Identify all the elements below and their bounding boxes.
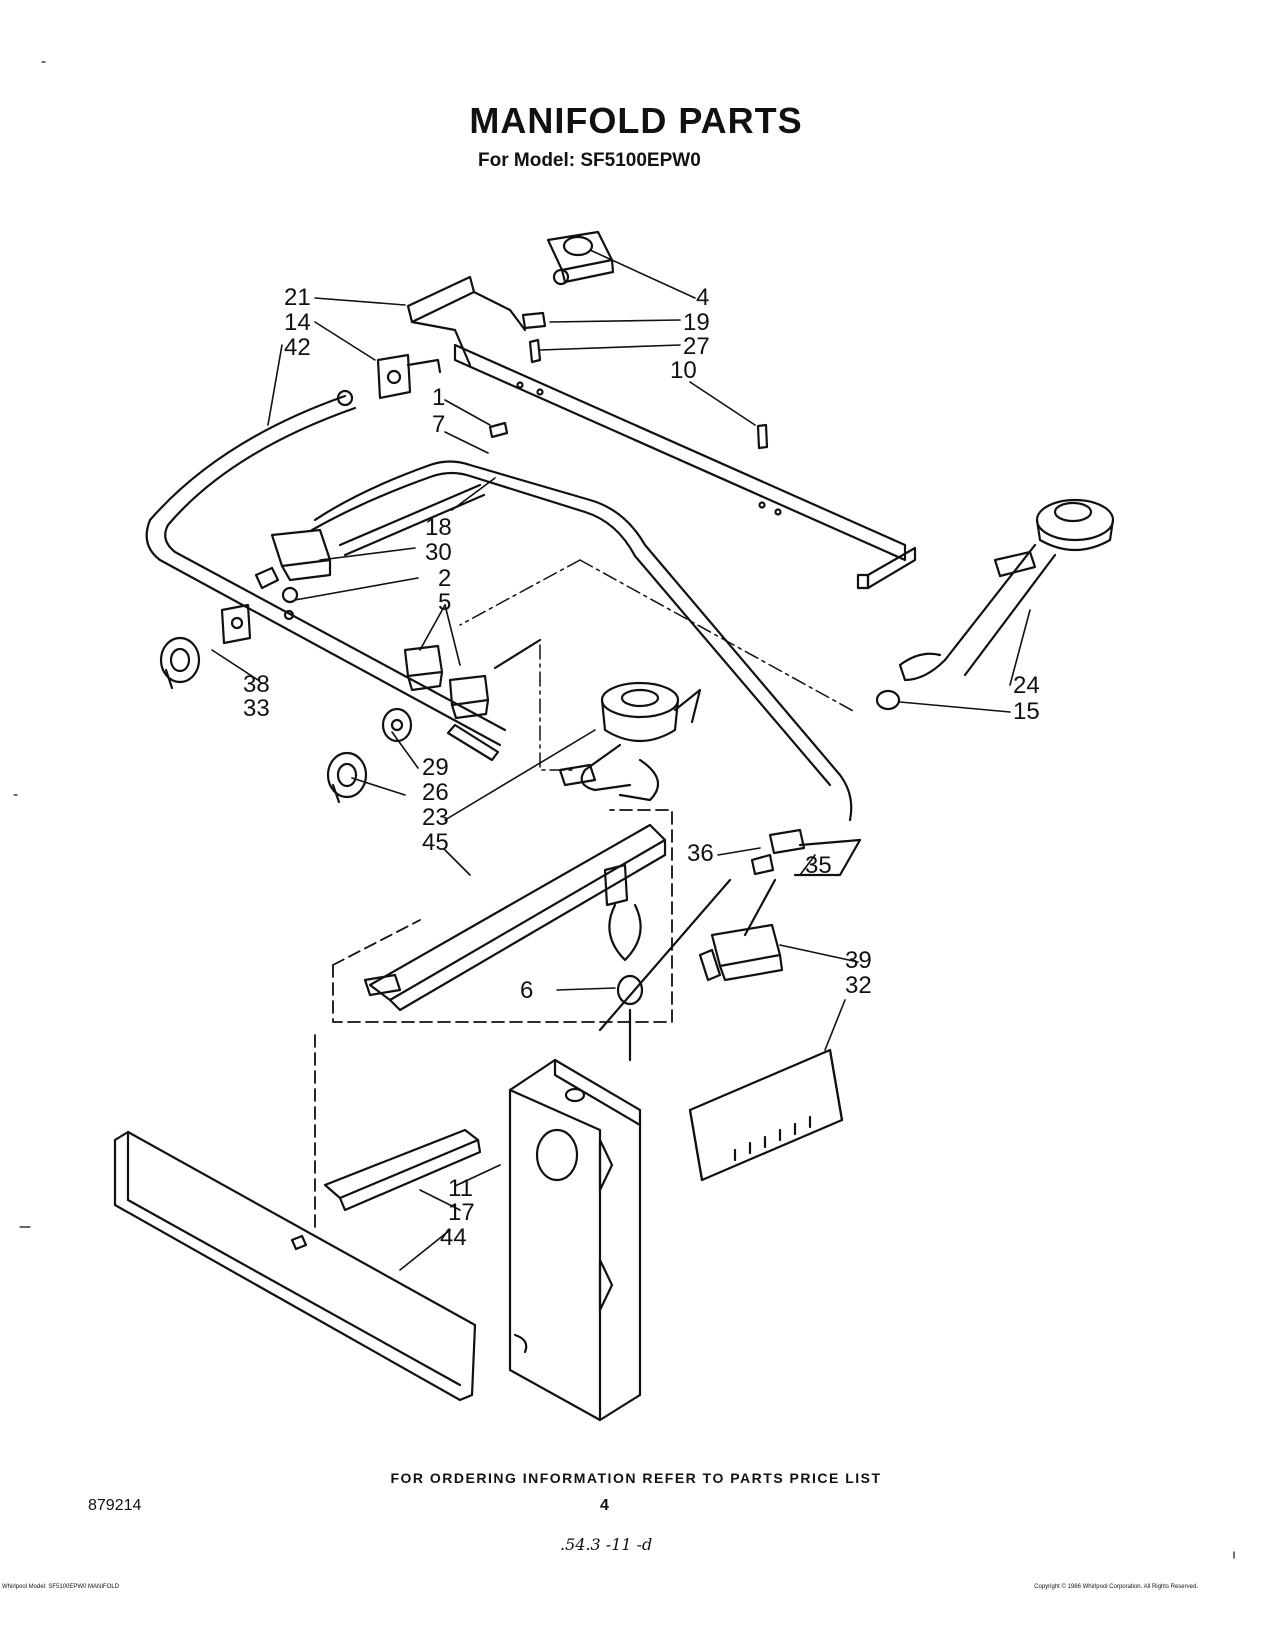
- small-fittings: [488, 311, 769, 450]
- bracket-part-14: [376, 353, 442, 400]
- burner-part-23: [558, 681, 702, 802]
- callout-15: 15: [1013, 698, 1040, 725]
- callout-7: 7: [432, 411, 445, 438]
- valves-part-5: [403, 638, 542, 762]
- callout-33: 33: [243, 695, 270, 722]
- callout-2: 2: [438, 565, 451, 592]
- callout-29: 29: [422, 754, 449, 781]
- callout-6: 6: [520, 977, 533, 1004]
- mounting-bracket: [406, 275, 917, 590]
- top-valve-part-4: [546, 230, 615, 286]
- callout-5: 5: [438, 589, 451, 616]
- model-subtitle: For Model: SF5100EPW0: [478, 150, 701, 171]
- callout-18: 18: [425, 514, 452, 541]
- page-marks: [13, 61, 1235, 1559]
- callout-44: 44: [440, 1224, 467, 1251]
- page-number: 4: [600, 1497, 609, 1514]
- burner-tube: [363, 823, 732, 1062]
- callout-23: 23: [422, 804, 449, 831]
- ordering-info-note: FOR ORDERING INFORMATION REFER TO PARTS …: [390, 1470, 882, 1486]
- callout-10: 10: [670, 357, 697, 384]
- footer-small-left: Whirlpool Model: SF5100EPW0 MANIFOLD: [2, 1584, 120, 1590]
- callout-17: 17: [448, 1199, 475, 1226]
- callout-32: 32: [845, 972, 872, 999]
- handwritten-note: .54.3 -11 -d: [560, 1535, 653, 1554]
- callout-26: 26: [422, 779, 449, 806]
- callout-27: 27: [683, 333, 710, 360]
- document-number: 879214: [88, 1497, 142, 1514]
- dashed-box: [314, 809, 673, 1231]
- knob-part-29: [326, 707, 413, 804]
- callout-45: 45: [422, 829, 449, 856]
- callout-11: 11: [448, 1175, 473, 1202]
- burner-part-24: [875, 498, 1115, 711]
- burner-valve-part-30: [254, 528, 332, 621]
- callout-14: 14: [284, 309, 311, 336]
- front-panel-part-44: [113, 1130, 477, 1402]
- callout-36: 36: [687, 840, 714, 867]
- page-title: MANIFOLD PARTS: [469, 100, 803, 141]
- callout-35: 35: [805, 852, 832, 879]
- callout-1: 1: [432, 384, 445, 411]
- footer-copyright: Copyright © 1986 Whirlpool Corporation. …: [1034, 1584, 1198, 1590]
- callout-21: 21: [284, 284, 311, 311]
- callout-4: 4: [696, 284, 709, 311]
- ignition-parts: [688, 828, 862, 1182]
- callout-labels: 21 14 42 4 19 27 10 1 7 18 30 2 5 38 33 …: [243, 284, 1040, 1251]
- callout-leaders: [211, 249, 1031, 1271]
- callout-39: 39: [845, 947, 872, 974]
- callout-38: 38: [243, 671, 270, 698]
- callout-42: 42: [284, 334, 311, 361]
- callout-30: 30: [425, 539, 452, 566]
- leader-dash-dot: [459, 559, 856, 771]
- callout-24: 24: [1013, 672, 1040, 699]
- callout-19: 19: [683, 309, 710, 336]
- knob-part-38: [159, 603, 252, 690]
- gas-tubing: [310, 460, 853, 822]
- bracket-part-11-17: [323, 1128, 482, 1212]
- manifold-pipe: [145, 389, 507, 747]
- side-panel: [508, 1058, 642, 1422]
